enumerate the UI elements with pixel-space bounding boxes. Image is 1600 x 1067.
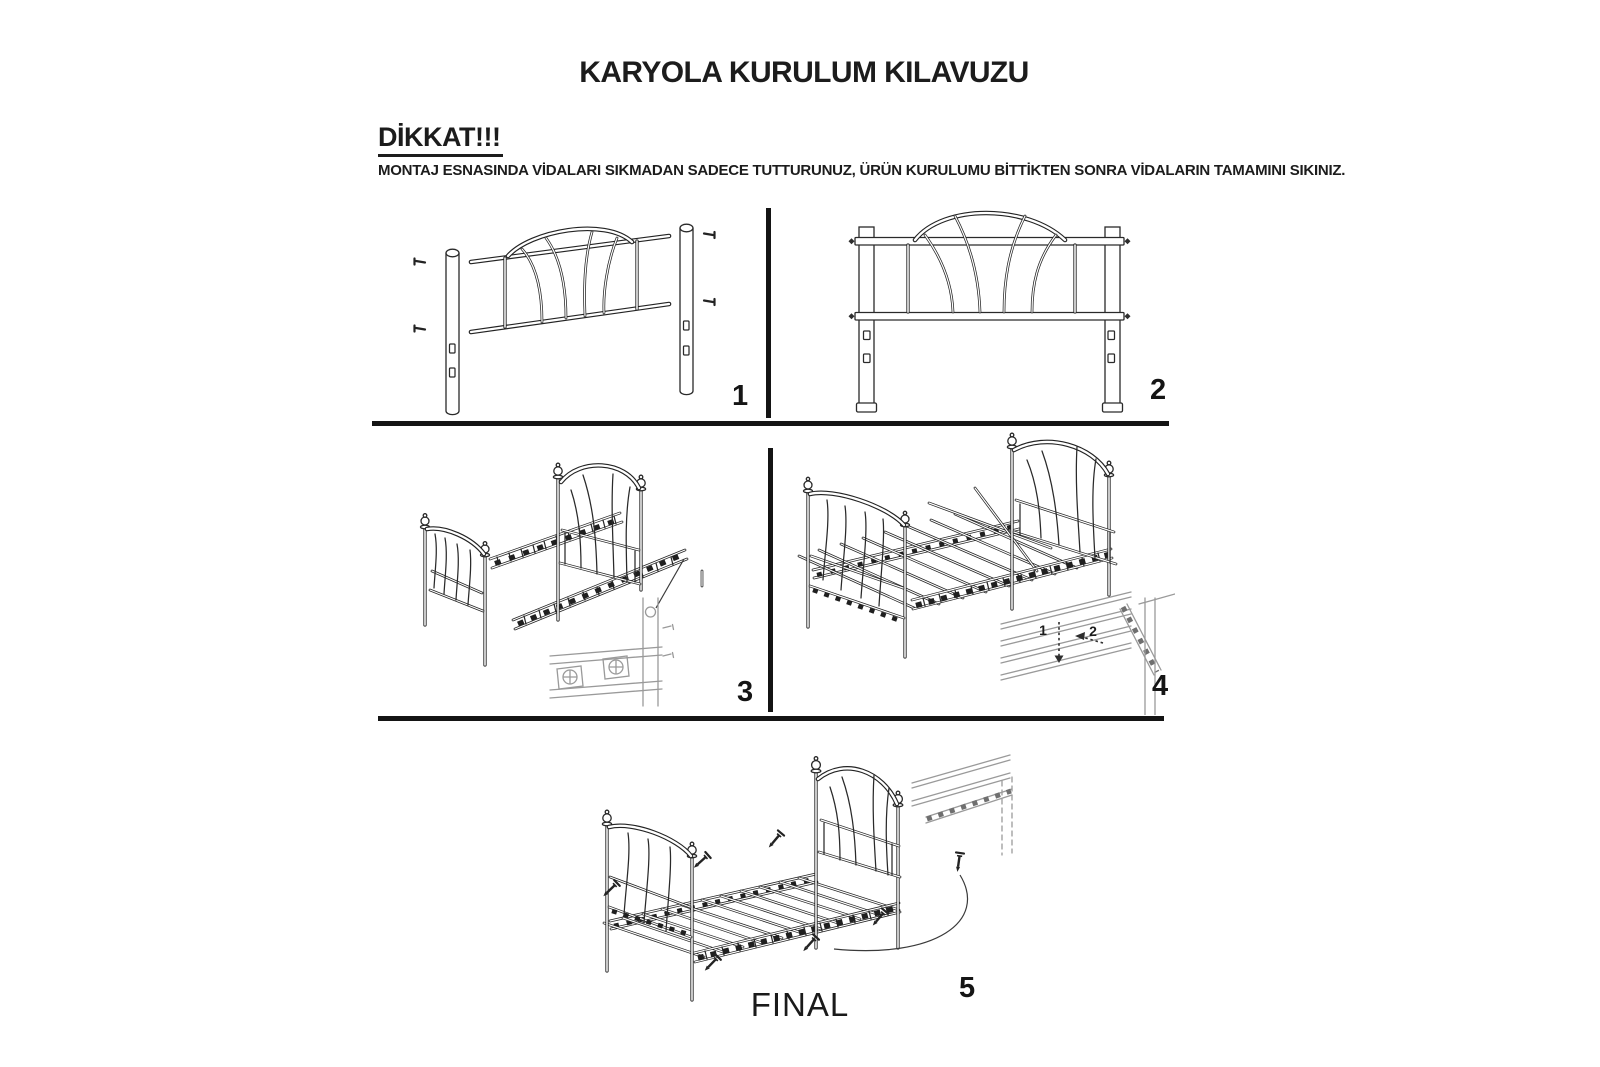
page-title: KARYOLA KURULUM KILAVUZU <box>579 56 1029 89</box>
step-1-panel <box>370 205 765 420</box>
step-2-illustration <box>848 210 1131 413</box>
footboard-drawing <box>802 476 911 659</box>
step-3-panel <box>375 428 775 711</box>
screw-icon <box>413 230 716 333</box>
detail-pointer-line <box>655 558 685 609</box>
step-1-illustration <box>413 223 716 416</box>
step-number-4: 4 <box>1152 670 1169 702</box>
post-holes <box>862 330 1116 364</box>
final-label: FINAL <box>750 986 850 1023</box>
inset-order-label-2: 2 <box>1089 623 1097 639</box>
divider-vertical-2 <box>768 448 773 712</box>
footboard-drawing <box>601 809 698 1002</box>
step-number-2: 2 <box>1150 374 1167 406</box>
left-post-drawing <box>445 248 460 416</box>
headboard-rails-drawing <box>848 236 1131 321</box>
rail-detail-inset <box>911 754 1013 856</box>
inset-order-label-1: 1 <box>1039 622 1047 638</box>
step-5-illustration <box>599 754 1013 1002</box>
rail-detail-inset <box>549 597 675 707</box>
divider-vertical-1 <box>766 208 771 418</box>
headboard-drawing <box>810 756 904 950</box>
step-5-panel <box>540 725 1020 1030</box>
right-side-rail-drawing <box>692 901 902 964</box>
lower-side-rail-drawing <box>511 548 689 631</box>
headboard-drawing <box>552 462 647 622</box>
step-number-1: 1 <box>732 380 749 412</box>
step-4-panel: 1 2 <box>779 428 1175 715</box>
headboard-arch-drawing <box>906 210 1077 314</box>
divider-horizontal-2 <box>378 716 1164 721</box>
right-post-drawing <box>679 223 694 396</box>
step-number-3: 3 <box>737 676 754 708</box>
divider-horizontal-1 <box>372 421 1169 426</box>
step-number-5: 5 <box>959 972 976 1004</box>
left-side-rail-drawing <box>608 872 819 931</box>
headboard-drawing <box>1006 432 1118 611</box>
footboard-drawing <box>419 513 491 667</box>
pointer-swoosh-line <box>833 874 969 952</box>
step-3-illustration <box>419 462 704 707</box>
slat-order-inset: 1 2 <box>1000 591 1175 715</box>
headboard-grill-drawing <box>468 226 672 335</box>
warning-heading: DİKKAT!!! <box>378 122 504 157</box>
warning-text: MONTAJ ESNASINDA VİDALARI SIKMADAN SADEC… <box>378 162 1346 179</box>
screw-icon <box>599 829 966 975</box>
step-4-illustration: 1 2 <box>797 432 1175 715</box>
step-2-panel <box>775 200 1170 420</box>
